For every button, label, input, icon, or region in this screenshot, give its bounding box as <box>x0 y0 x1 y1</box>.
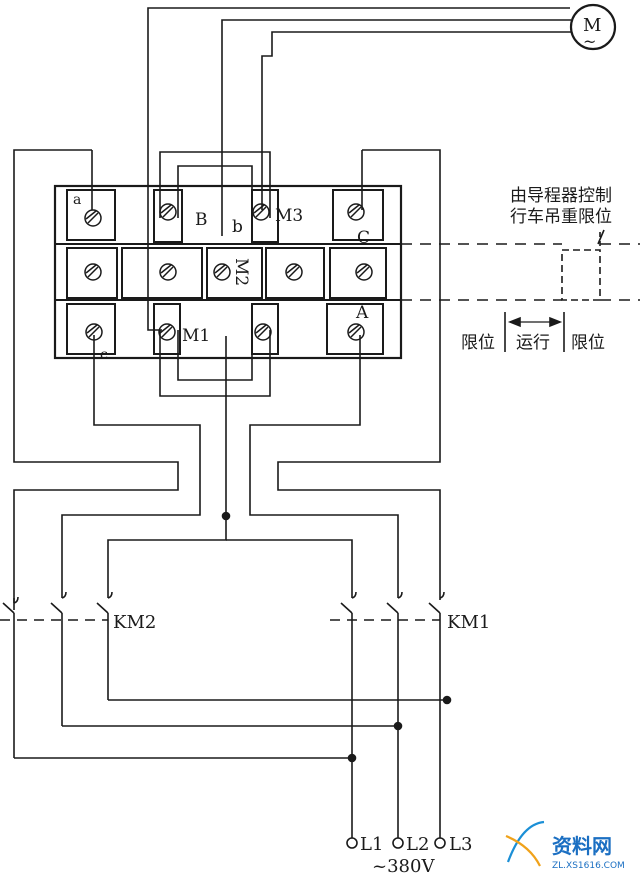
contactor-km2-label: KM2 <box>113 612 156 633</box>
screw-mid-1 <box>84 263 102 281</box>
supply-terminals: L1 L2 L3 ~380V <box>346 834 472 876</box>
contactor-km1-label: KM1 <box>447 612 490 633</box>
terminal-label-M2: M2 <box>231 258 251 286</box>
screw-mid-5 <box>355 263 373 281</box>
motor-symbol: M ~ <box>569 3 617 51</box>
contactor-km2: KM2 <box>0 591 156 758</box>
travel-run: 运行 <box>516 333 550 353</box>
watermark-text: 资料网 <box>552 834 612 858</box>
limit-note: 由导程器控制 行车吊重限位 限位 运行 限位 <box>461 186 612 353</box>
travel-limit-left: 限位 <box>461 333 495 353</box>
screw-mid-3 <box>213 263 231 281</box>
crossover-wiring <box>14 695 452 763</box>
motor-ac-symbol: ~ <box>583 32 596 51</box>
terminal-label-b: b <box>232 217 243 237</box>
terminal-label-M1: M1 <box>182 326 210 346</box>
terminal-label-C: C <box>357 228 370 248</box>
screw-c-top <box>347 203 365 221</box>
terminal-label-A: A <box>355 303 369 323</box>
supply-label-l3: L3 <box>449 834 472 855</box>
terminal-label-c: c <box>100 347 108 363</box>
motor-label: M <box>583 15 601 36</box>
screw-mid-2 <box>159 263 177 281</box>
limit-note-line2: 行车吊重限位 <box>510 207 612 227</box>
screw-a <box>84 209 102 227</box>
watermark-logo-icon <box>505 820 545 867</box>
screw-A <box>347 323 365 341</box>
watermark: 资料网 ZL.XS1616.COM <box>505 820 625 871</box>
travel-limit-right: 限位 <box>571 333 605 353</box>
watermark-url: ZL.XS1616.COM <box>552 861 625 871</box>
outer-wiring <box>13 149 441 610</box>
terminal-label-a: a <box>73 192 81 208</box>
terminal-label-M3: M3 <box>275 206 303 226</box>
contactor-km1: KM1 <box>330 591 490 838</box>
terminal-screws <box>84 203 373 341</box>
limit-note-line1: 由导程器控制 <box>510 186 612 206</box>
motor-leads <box>147 7 571 331</box>
screw-m3 <box>252 203 270 221</box>
screw-mid-4 <box>285 263 303 281</box>
terminal-label-B: B <box>195 210 208 230</box>
supply-voltage: ~380V <box>372 856 435 876</box>
terminal-labels: a B b M3 C M2 c M1 A <box>73 192 370 363</box>
supply-label-l1: L1 <box>360 834 383 855</box>
screw-b-left <box>159 203 177 221</box>
limit-mechanism <box>401 229 640 352</box>
supply-label-l2: L2 <box>406 834 429 855</box>
drum-switch-block <box>53 151 403 397</box>
screw-m1 <box>158 323 176 341</box>
screw-bottom-right <box>254 323 272 341</box>
screw-c <box>85 323 103 341</box>
